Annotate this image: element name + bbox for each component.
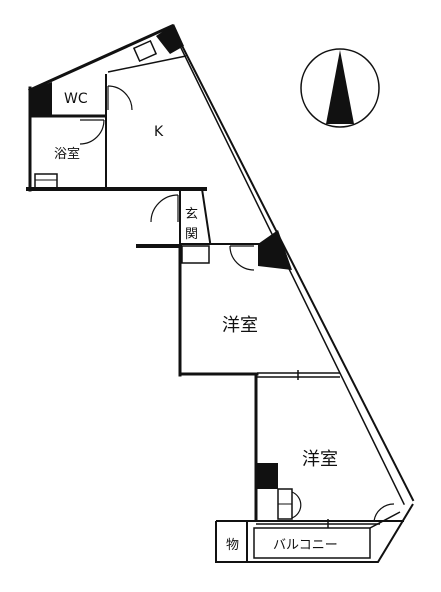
pillar-left-top xyxy=(30,82,52,116)
balcony-outline xyxy=(215,503,414,563)
kitchen-counter xyxy=(107,55,187,73)
balcony-rail xyxy=(253,527,371,559)
door-wc xyxy=(107,85,133,111)
wall-top-slant xyxy=(28,24,174,92)
pillar-middle xyxy=(258,230,292,270)
door-closet xyxy=(291,491,302,519)
room-label-entrance-2: 関 xyxy=(185,227,198,242)
doors xyxy=(79,85,398,522)
room-label-bath: 浴室 xyxy=(54,146,80,162)
door-room1 xyxy=(229,245,255,271)
bath-fixture xyxy=(34,173,58,189)
door-entrance xyxy=(150,194,179,223)
pillar-lower xyxy=(256,463,278,489)
kitchen-sink xyxy=(132,39,158,63)
wall-diagonal-outer xyxy=(170,24,415,502)
wall-diagonal-inner xyxy=(179,46,406,506)
room-label-western-upper: 洋室 xyxy=(222,315,258,336)
room-label-western-lower: 洋室 xyxy=(302,449,338,470)
north-arrow-icon xyxy=(300,48,380,128)
balcony-inner-edge xyxy=(369,511,401,529)
interior-walls xyxy=(30,39,414,563)
room-label-wc: WC xyxy=(64,91,88,107)
room-label-balcony: バルコニー xyxy=(273,538,338,553)
room-label-entrance-1: 玄 xyxy=(185,207,198,222)
pillars xyxy=(30,24,292,489)
entrance-step xyxy=(181,245,210,264)
door-room2 xyxy=(373,503,398,522)
door-bath xyxy=(79,119,105,145)
outer-walls xyxy=(26,24,415,522)
room-label-storage: 物 xyxy=(226,538,239,553)
room-label-kitchen: K xyxy=(154,124,164,140)
pillar-top xyxy=(156,24,184,54)
wall-entrance-right xyxy=(200,187,212,244)
